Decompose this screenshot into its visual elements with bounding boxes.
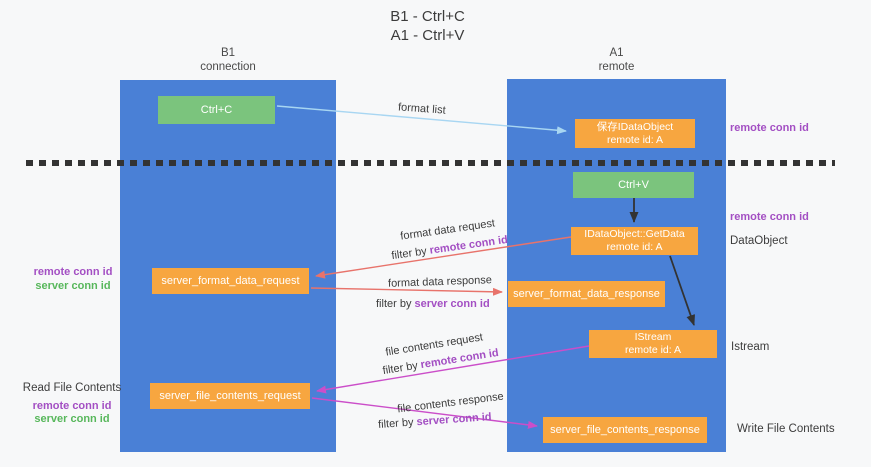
node-save-idataobject: 保存IDataObject remote id: A bbox=[575, 119, 695, 148]
node-ctrl-v-label: Ctrl+V bbox=[618, 179, 649, 191]
label-remote-conn-id-right-top: remote conn id bbox=[730, 122, 809, 134]
filter-by-text: filter by bbox=[390, 245, 428, 263]
node-ctrl-c: Ctrl+C bbox=[158, 96, 275, 124]
title-line-1: B1 - Ctrl+C bbox=[390, 8, 465, 25]
node-server-file-contents-response-label: server_file_contents_response bbox=[550, 424, 700, 436]
server-conn-id-text: server conn id bbox=[414, 298, 490, 310]
label-read-file-contents: Read File Contents bbox=[22, 382, 122, 394]
node-getdata-line2: remote id: A bbox=[606, 241, 663, 253]
node-istream: IStream remote id: A bbox=[589, 330, 717, 358]
remote-conn-id-text: remote conn id bbox=[428, 233, 509, 257]
label-dataobject: DataObject bbox=[730, 235, 788, 247]
label-remote-conn-id-right-mid: remote conn id bbox=[730, 211, 809, 223]
node-server-format-data-response: server_format_data_response bbox=[508, 281, 665, 307]
label-remote-conn-id-left-2: remote conn id bbox=[32, 399, 112, 412]
node-idataobject-getdata: IDataObject::GetData remote id: A bbox=[571, 227, 698, 255]
label-write-file-contents: Write File Contents bbox=[737, 423, 835, 435]
node-save-idataobject-line2: remote id: A bbox=[606, 133, 664, 146]
node-server-format-data-request-label: server_format_data_request bbox=[161, 275, 300, 287]
label-server-conn-id-left-2: server conn id bbox=[34, 413, 110, 425]
node-istream-line1: IStream bbox=[634, 331, 672, 343]
filter-by-text: filter by bbox=[377, 416, 414, 431]
lane-header-b1: B1 connection bbox=[120, 46, 336, 74]
lane-a1-name: A1 bbox=[609, 47, 624, 59]
node-server-format-data-response-label: server_format_data_response bbox=[513, 288, 660, 300]
label-format-data-response: format data response bbox=[387, 274, 493, 290]
lane-b1-subtitle: connection bbox=[200, 61, 256, 73]
label-istream: Istream bbox=[731, 341, 770, 353]
node-ctrl-v: Ctrl+V bbox=[573, 172, 694, 198]
section-divider-dashed-line bbox=[26, 160, 835, 166]
server-conn-id-text: server conn id bbox=[416, 411, 492, 429]
node-getdata-line1: IDataObject::GetData bbox=[584, 228, 685, 240]
lane-b1-name: B1 bbox=[220, 47, 236, 59]
node-save-idataobject-line1: 保存IDataObject bbox=[596, 120, 674, 133]
node-istream-line2: remote id: A bbox=[624, 344, 682, 356]
filter-by-text: filter by bbox=[381, 359, 419, 378]
diagram-title: B1 - Ctrl+C A1 - Ctrl+V bbox=[330, 7, 525, 45]
lane-header-a1: A1 remote bbox=[507, 46, 726, 74]
node-server-format-data-request: server_format_data_request bbox=[152, 268, 309, 294]
lane-a1-subtitle: remote bbox=[598, 61, 635, 73]
node-ctrl-c-label: Ctrl+C bbox=[200, 104, 233, 116]
label-block-format-request-ids: remote conn id server conn id bbox=[28, 266, 118, 293]
label-block-read-file-contents: Read File Contents remote conn id server… bbox=[17, 382, 127, 427]
filter-by-text: filter by bbox=[376, 298, 412, 310]
node-server-file-contents-request-label: server_file_contents_request bbox=[159, 390, 301, 402]
node-server-file-contents-request: server_file_contents_request bbox=[150, 383, 310, 409]
label-remote-conn-id-left-1: remote conn id bbox=[33, 266, 113, 278]
label-format-list: format list bbox=[397, 101, 447, 117]
title-line-2: A1 - Ctrl+V bbox=[390, 27, 465, 44]
label-server-conn-id-left-1: server conn id bbox=[35, 279, 111, 292]
node-server-file-contents-response: server_file_contents_response bbox=[543, 417, 707, 443]
